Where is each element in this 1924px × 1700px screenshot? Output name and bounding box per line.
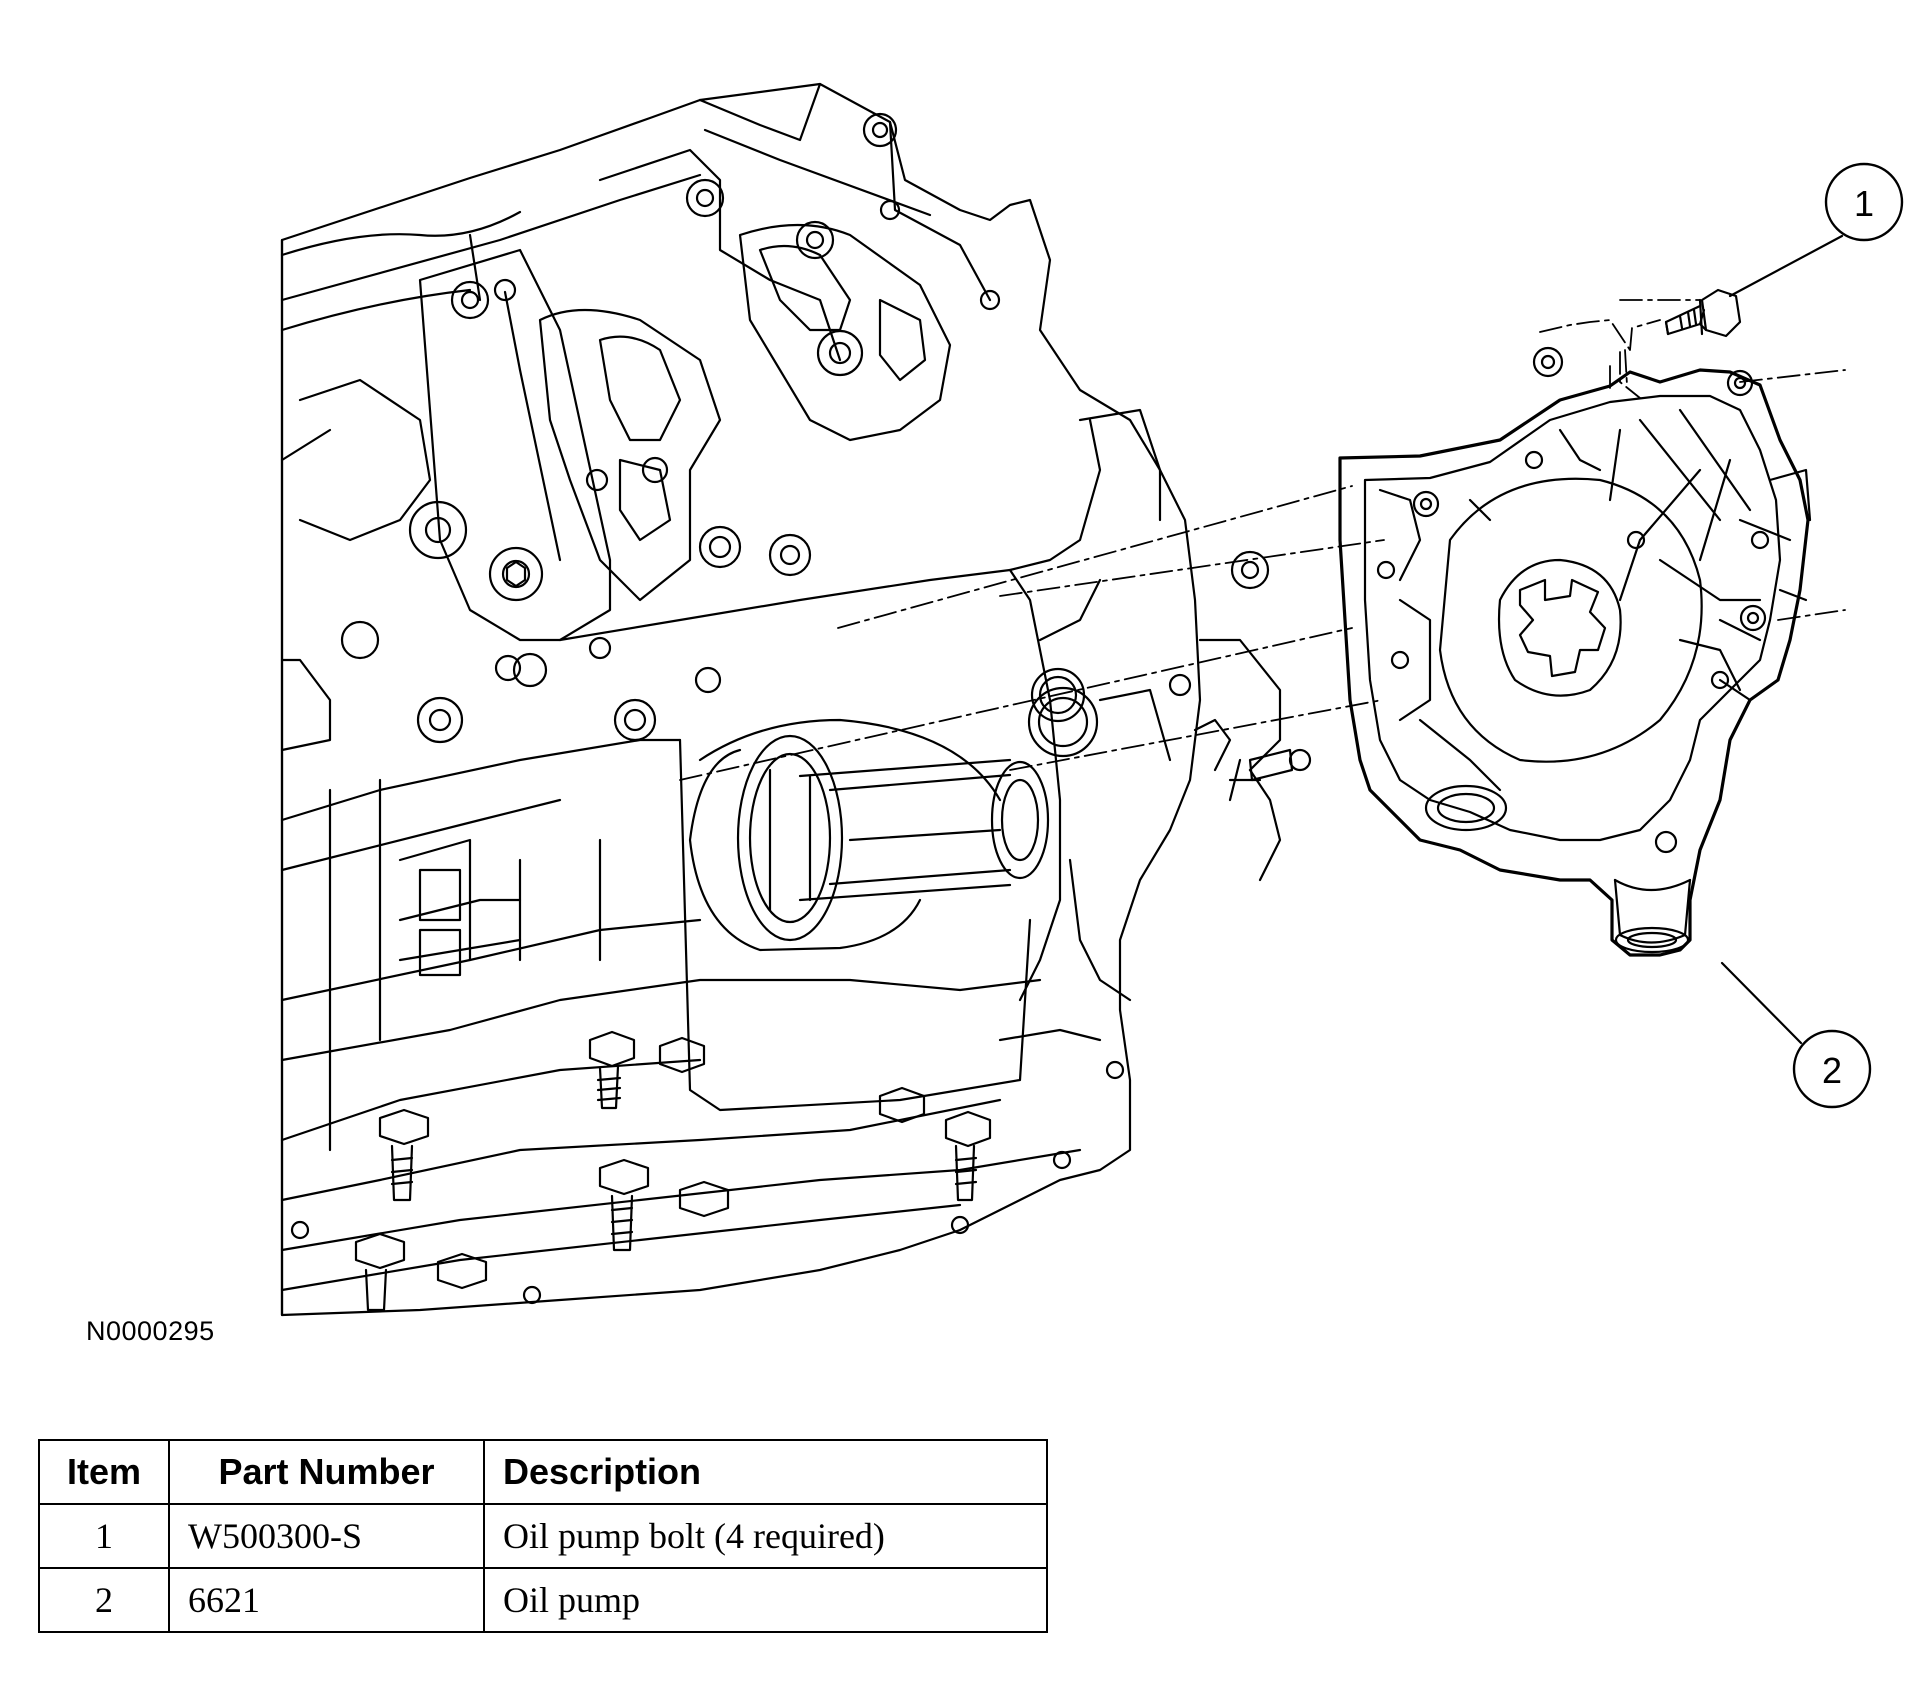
oil-pump [1338,346,1812,957]
engine-block [280,82,1312,1317]
engine-oil-pump-exploded-view: 1 2 [280,82,1904,1317]
table-row: 2 6621 Oil pump [38,1567,1048,1633]
row-item: 2 [38,1567,170,1633]
header-item: Item [38,1439,170,1505]
header-description: Description [483,1439,1048,1505]
parts-table-header-row: Item Part Number Description [38,1439,1048,1505]
row-description: Oil pump [483,1567,1048,1633]
row-description: Oil pump bolt (4 required) [483,1503,1048,1569]
row-part-number: W500300-S [168,1503,485,1569]
row-item: 1 [38,1503,170,1569]
figure-id-code: N0000295 [86,1316,215,1346]
parts-table: Item Part Number Description 1 W500300-S… [38,1439,1048,1633]
callout-bubble-1 [1824,162,1904,242]
row-part-number: 6621 [168,1567,485,1633]
callout-bubble-2 [1792,1029,1872,1109]
callout-label-1: 1 [1854,183,1874,224]
oil-pump-bolt [1664,288,1742,338]
header-part-number: Part Number [168,1439,485,1505]
callout-leaders [1720,234,1844,1045]
callout-label-2: 2 [1822,1050,1842,1091]
alignment-lines [679,299,1846,781]
table-row: 1 W500300-S Oil pump bolt (4 required) [38,1503,1048,1569]
